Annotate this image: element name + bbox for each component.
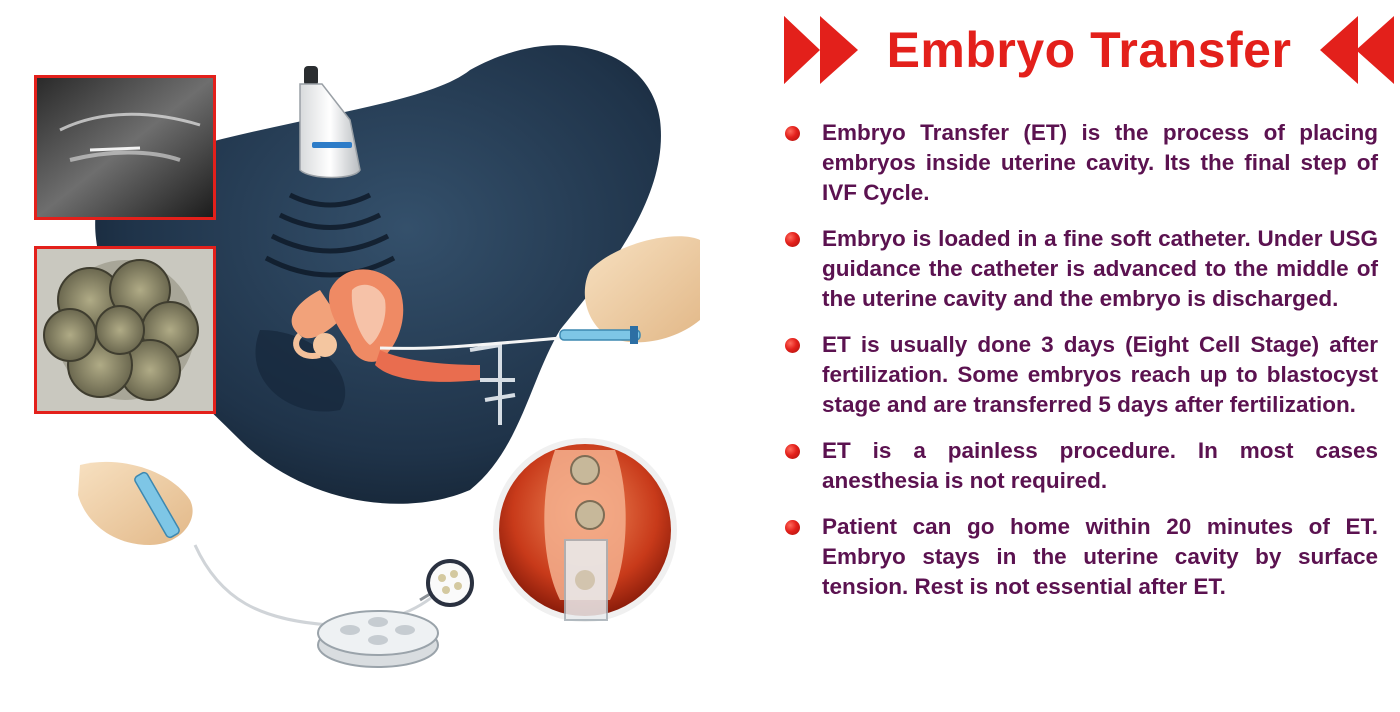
list-item: Patient can go home within 20 minutes of…: [782, 512, 1378, 602]
embryo-transfer-illustration: [34, 45, 700, 668]
bullet-text: Patient can go home within 20 minutes of…: [822, 514, 1378, 599]
uterine-cavity-inset: [493, 438, 677, 622]
bullet-text: ET is a painless procedure. In most case…: [822, 438, 1378, 493]
catheter-line: [379, 336, 561, 350]
ultrasound-scan-image: [34, 75, 216, 220]
list-item: ET is usually done 3 days (Eight Cell St…: [782, 330, 1378, 420]
ultrasound-waves: [264, 192, 396, 278]
list-item: Embryo is loaded in a fine soft catheter…: [782, 224, 1378, 314]
illustration-svg: [34, 45, 700, 668]
list-item: ET is a painless procedure. In most case…: [782, 436, 1378, 496]
bullet-text: Embryo Transfer (ET) is the process of p…: [822, 120, 1378, 205]
info-bullet-list: Embryo Transfer (ET) is the process of p…: [782, 118, 1378, 618]
list-item: Embryo Transfer (ET) is the process of p…: [782, 118, 1378, 208]
double-chevron-left-icon: [1320, 16, 1394, 84]
page-title: Embryo Transfer: [886, 22, 1292, 78]
bullet-dot-icon: [785, 126, 800, 141]
speculum-icon: [469, 342, 516, 425]
bullet-dot-icon: [785, 520, 800, 535]
petri-dish-icon: [317, 610, 439, 668]
bullet-text: Embryo is loaded in a fine soft catheter…: [822, 226, 1378, 311]
ultrasound-probe-icon: [299, 66, 361, 179]
magnified-embryos-icon: [419, 559, 474, 607]
title-banner: Embryo Transfer: [784, 12, 1394, 88]
double-chevron-right-icon: [784, 16, 858, 84]
bullet-dot-icon: [785, 232, 800, 247]
title-arrows: [784, 16, 1394, 84]
bullet-dot-icon: [785, 338, 800, 353]
bullet-text: ET is usually done 3 days (Eight Cell St…: [822, 332, 1378, 417]
hand-with-syringe-icon: [559, 236, 700, 344]
uterus-illustration: [291, 269, 480, 382]
bullet-dot-icon: [785, 444, 800, 459]
embryo-cell-image: [34, 246, 216, 414]
